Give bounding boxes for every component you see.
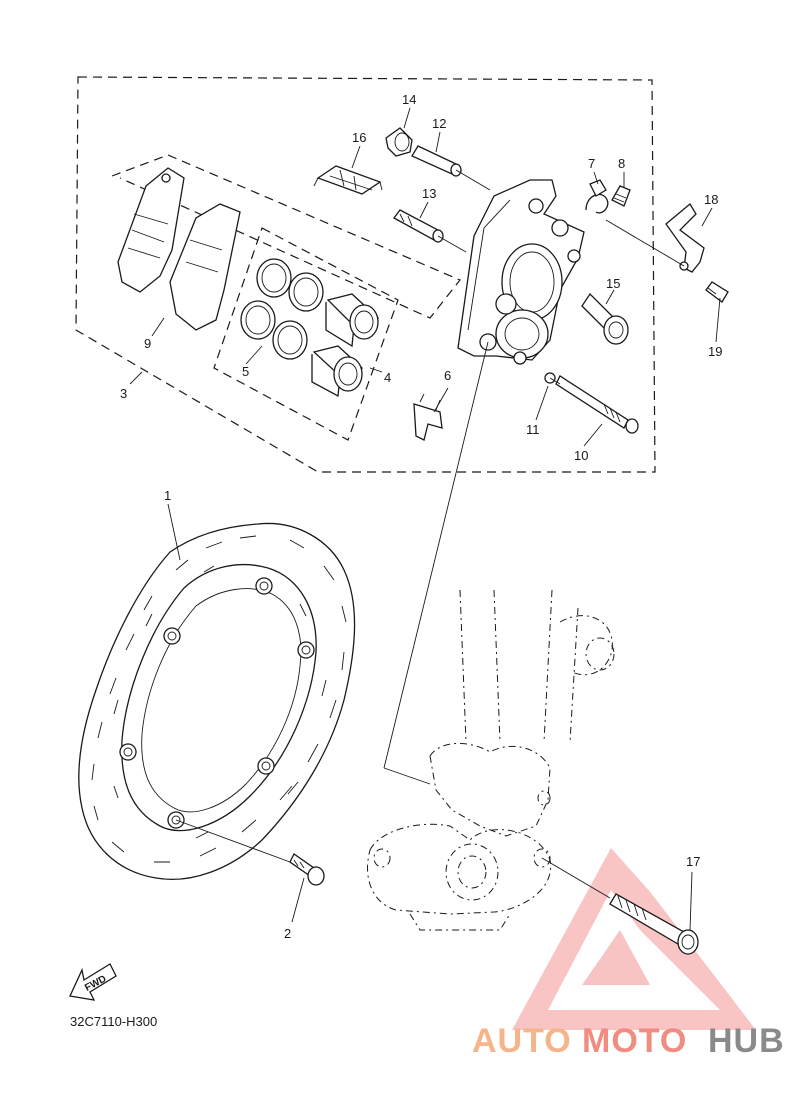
bleed-clip [585,179,609,214]
callout-3: 3 [120,386,127,401]
assembly-leaders [383,169,685,785]
callout-2: 2 [284,926,291,941]
seal-group-boundary [213,227,399,441]
caliper-body [457,179,585,365]
pad-support [413,393,443,441]
callout-11: 11 [526,422,540,437]
brake-pad-inner [169,203,241,331]
front-fork-outline [367,589,615,931]
diagram-code: 32C7110-H300 [70,1014,157,1029]
callout-13: 13 [422,186,436,201]
forward-arrow-icon: FWD [69,963,117,1001]
callout-14: 14 [402,92,416,107]
bleed-screw [611,185,631,207]
callout-7: 7 [588,156,595,171]
callout-leaders [129,107,721,931]
watermark-moto: MOTO [582,1022,687,1060]
callout-numbers: 1 2 3 4 5 6 7 8 9 10 11 12 13 14 15 16 1… [120,92,722,941]
callout-1: 1 [164,488,171,503]
callout-6: 6 [444,368,451,383]
pad-spring [313,165,383,195]
pistons [311,293,380,398]
callout-16: 16 [352,130,366,145]
piston-seals [240,258,324,360]
bleed-cap [385,127,413,157]
watermark-text: AUTO MOTO HUB [472,1022,785,1060]
brake-pad-outer [117,167,185,293]
callout-15: 15 [606,276,620,291]
pad-pin-lower [393,209,444,243]
axle-holder-bolt [541,857,699,955]
callout-17: 17 [686,854,700,869]
disc-bolt [175,819,325,886]
callout-5: 5 [242,364,249,379]
slide-pin [581,292,629,345]
hose-guide [665,203,705,273]
watermark-logo [512,848,756,1030]
fwd-label: FWD [83,974,108,994]
callout-10: 10 [574,448,588,463]
assembly-boundary [75,76,656,473]
watermark-auto: AUTO [472,1022,572,1060]
brake-disc [78,522,356,880]
watermark-hub: HUB [708,1022,785,1060]
pad-group-boundary [111,154,461,319]
callout-12: 12 [432,116,446,131]
hose-guide-bolt [705,281,729,303]
callout-9: 9 [144,336,151,351]
caliper-long-bolt [555,375,639,434]
callout-8: 8 [618,156,625,171]
callout-19: 19 [708,344,722,359]
callout-18: 18 [704,192,718,207]
callout-4: 4 [384,370,391,385]
